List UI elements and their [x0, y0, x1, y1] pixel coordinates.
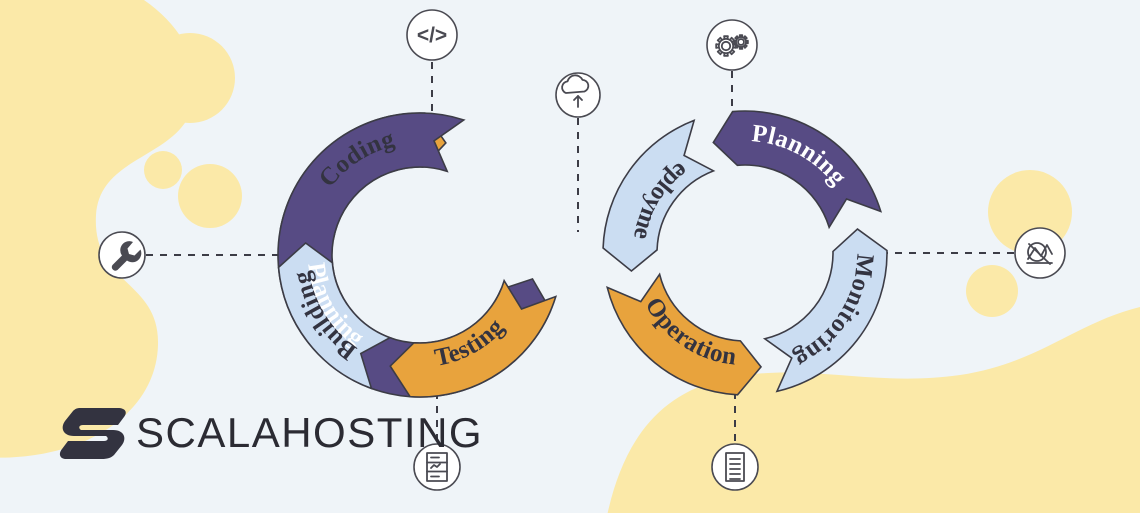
document-list-icon-glyph	[725, 452, 745, 482]
loop-segment-deployment[interactable]	[602, 119, 716, 273]
wrench-icon[interactable]	[98, 231, 146, 279]
blob-dot-5	[966, 265, 1018, 317]
blob-left	[0, 0, 197, 458]
analytics-icon[interactable]	[1014, 227, 1066, 279]
blob-dot-1	[145, 33, 235, 123]
server-rack-icon[interactable]	[413, 443, 461, 491]
svg-text:</>: </>	[417, 24, 447, 47]
document-list-icon[interactable]	[711, 443, 759, 491]
blob-dot-3	[178, 164, 242, 228]
icon-circle	[406, 9, 458, 61]
wrench-icon-glyph	[111, 241, 142, 271]
loop-segment-planning[interactable]	[712, 110, 883, 230]
loop-segment-operation[interactable]	[606, 272, 763, 396]
scalahosting-logo[interactable]: SCALAHOSTING	[59, 408, 483, 459]
gears-icon[interactable]	[706, 19, 758, 71]
connector-lines	[146, 62, 1014, 441]
icon-group: </>	[98, 9, 1066, 491]
logo-mark	[59, 408, 126, 459]
loop-segment-building[interactable]	[277, 241, 392, 390]
cloud-upload-icon[interactable]	[555, 72, 601, 118]
icon-circle	[555, 72, 601, 118]
code-brackets-icon-glyph: </>	[417, 24, 447, 47]
analytics-icon-glyph	[1026, 242, 1053, 265]
icon-circle	[1014, 227, 1066, 279]
server-rack-icon-glyph	[426, 452, 448, 482]
code-brackets-icon[interactable]: </>	[406, 9, 458, 61]
icon-circle	[706, 19, 758, 71]
logo-wordmark: SCALAHOSTING	[136, 409, 483, 456]
blob-dot-2	[144, 151, 182, 189]
icon-circle	[711, 443, 759, 491]
cloud-upload-icon-glyph	[561, 74, 590, 108]
gears-icon-glyph	[715, 34, 749, 57]
loop-segment-monitoring[interactable]	[762, 228, 888, 393]
loop-segment-testing[interactable]	[389, 278, 558, 398]
